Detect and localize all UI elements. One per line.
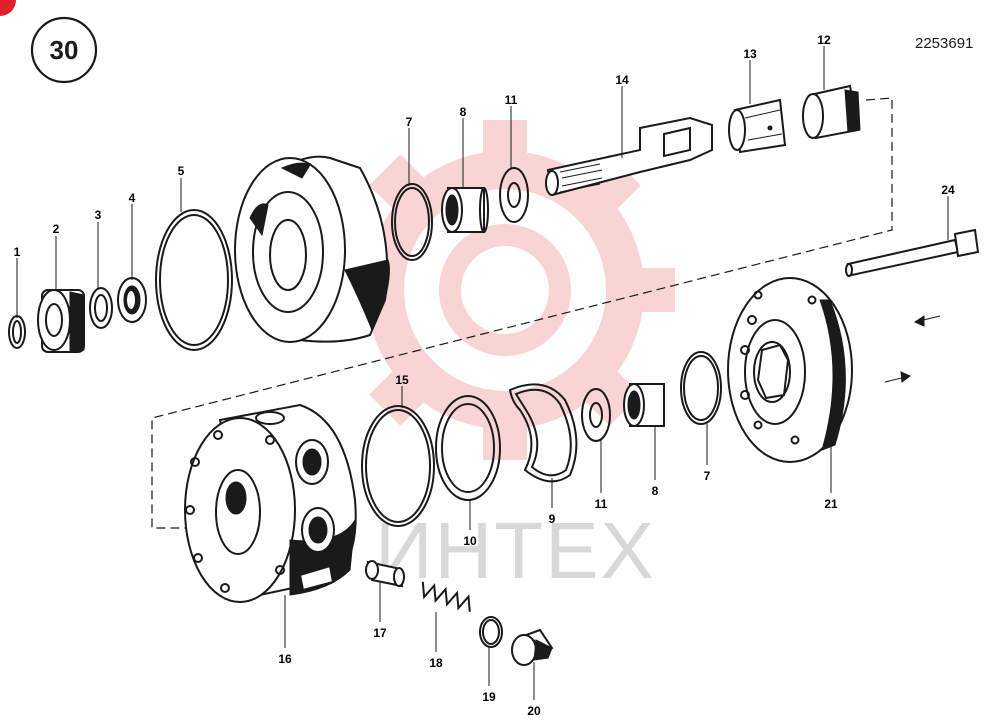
- part-o-ring-19: [479, 616, 503, 648]
- callout-18: 18: [429, 656, 443, 670]
- part-thrust-washer-11-top: [499, 167, 529, 223]
- callout-7-top: 7: [406, 115, 413, 129]
- part-bushing-13: [728, 98, 787, 154]
- assembly-axis-dashed: [151, 97, 893, 529]
- callout-3: 3: [95, 208, 102, 222]
- callout-8-bottom: 8: [652, 484, 659, 498]
- callout-labels: 1 2 3 4 5 7 8 11 14 13 12 24 15 10 9 11 …: [14, 33, 955, 718]
- document-number: 2253691: [915, 35, 973, 52]
- page-badge: 30: [30, 16, 98, 84]
- part-thrust-washer-11-bottom: [581, 388, 611, 442]
- callout-7-bottom: 7: [704, 469, 711, 483]
- corner-mark: [0, 0, 16, 16]
- part-seal-plate-10: [435, 395, 501, 501]
- part-o-ring-5: [155, 209, 233, 351]
- part-ball-bearing-2: [37, 289, 85, 353]
- part-washer-3: [89, 287, 113, 329]
- callout-13: 13: [743, 47, 757, 61]
- part-seal-4: [117, 277, 147, 323]
- callout-9: 9: [549, 512, 556, 526]
- part-bushing-12: [802, 84, 861, 140]
- callout-10: 10: [463, 534, 477, 548]
- part-rear-flange-21: [727, 277, 853, 463]
- part-front-cover: [234, 155, 390, 343]
- part-needle-bearing-8-top: [441, 187, 489, 233]
- part-o-ring-7-top: [391, 183, 433, 261]
- part-bolt-24: [845, 228, 980, 277]
- part-needle-bearing-8-bottom: [623, 383, 665, 427]
- callout-19: 19: [482, 690, 496, 704]
- part-snap-ring-1: [8, 315, 26, 349]
- callout-15: 15: [395, 373, 409, 387]
- callout-2: 2: [53, 222, 60, 236]
- callout-1: 1: [14, 245, 21, 259]
- callout-17: 17: [373, 626, 387, 640]
- callout-20: 20: [527, 704, 541, 718]
- callout-5: 5: [178, 164, 185, 178]
- callout-4: 4: [129, 191, 136, 205]
- part-o-ring-7-bottom: [680, 351, 722, 425]
- callout-8-top: 8: [460, 105, 467, 119]
- badge-number: 30: [50, 35, 79, 65]
- part-plug-20: [511, 628, 554, 666]
- part-o-ring-15: [361, 405, 435, 527]
- part-spring-18: [421, 581, 471, 612]
- callout-12: 12: [817, 33, 831, 47]
- part-valve-piston-17: [365, 560, 405, 588]
- callout-11-bottom: 11: [595, 497, 608, 511]
- flow-arrows: [884, 315, 941, 383]
- callout-21: 21: [824, 497, 838, 511]
- part-pump-body-16: [184, 403, 357, 603]
- callout-24: 24: [941, 183, 955, 197]
- callout-11-top: 11: [505, 93, 518, 107]
- watermark-text: ИНТЕХ: [375, 506, 656, 595]
- leader-lines: [16, 46, 949, 700]
- callout-14: 14: [615, 73, 629, 87]
- part-drive-shaft-14: [545, 116, 713, 197]
- callout-16: 16: [278, 652, 292, 666]
